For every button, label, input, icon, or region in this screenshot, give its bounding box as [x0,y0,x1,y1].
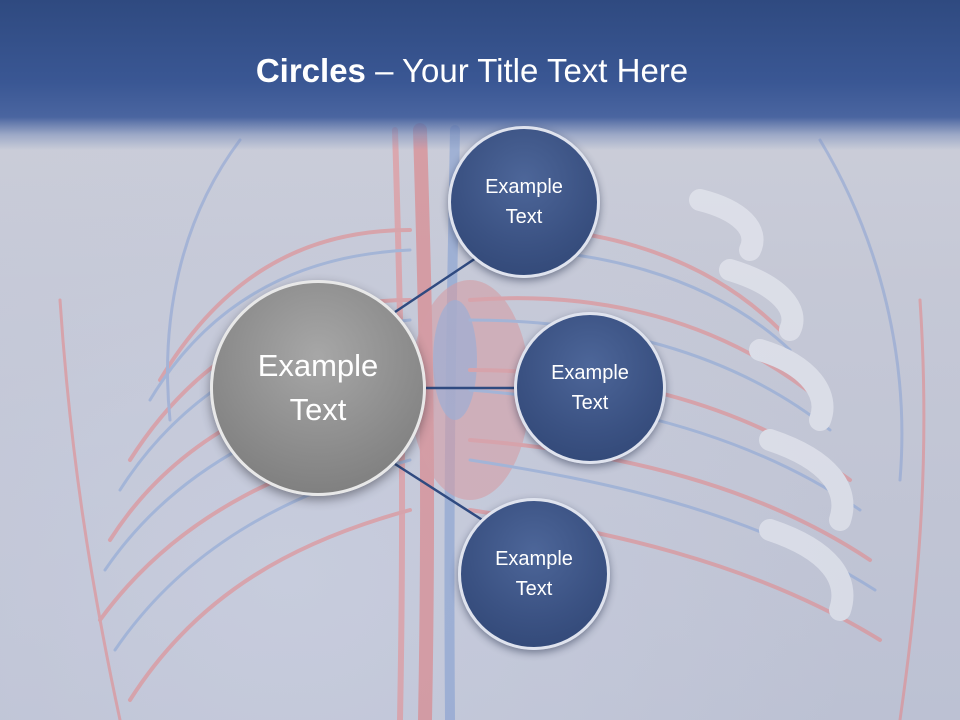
node-circle-bottom[interactable]: Example Text [458,498,610,650]
title-bar [0,0,960,150]
node-middle-label: Example Text [551,362,629,414]
node-bottom-label: Example Text [495,548,573,600]
center-circle-label: Example Text [257,348,379,427]
title-rest: – Your Title Text Here [365,52,689,89]
connector-bottom [394,462,485,523]
center-circle[interactable]: Example Text [210,280,426,496]
title-bold: Circles [255,52,366,89]
node-circle-top[interactable]: Example Text [448,126,600,278]
slide-title: Circles – Your Title Text Here [0,52,944,90]
node-circle-middle[interactable]: Example Text [514,312,666,464]
connector-top [394,256,477,314]
node-top-label: Example Text [485,176,563,228]
